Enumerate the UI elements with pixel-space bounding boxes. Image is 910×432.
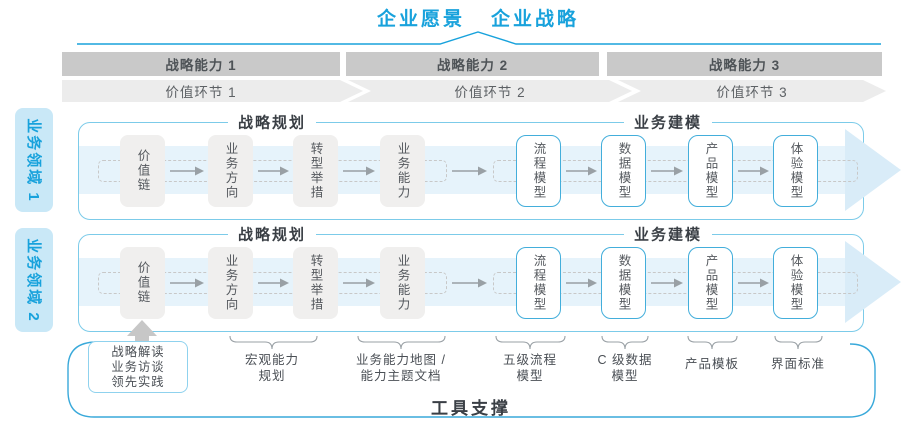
- business-capability-box: 业务能力: [380, 247, 425, 319]
- brace-group: [229, 335, 823, 350]
- big-right-arrow-icon: [845, 241, 901, 323]
- tool-support-label: 工具支撑: [431, 399, 511, 418]
- row-header-business-modeling: 业务建模: [623, 111, 713, 133]
- domain-tab-1: 业务领域 1: [15, 108, 53, 212]
- strategy-title: 企业战略: [491, 9, 580, 30]
- capability-map-label: 业务能力地图 / 能力主题文档: [356, 353, 446, 383]
- process-model-box: 流程模型: [516, 135, 561, 207]
- transformation-initiatives-box: 转型举措: [293, 135, 338, 207]
- model-box-label: 体验模型: [788, 254, 803, 312]
- five-level-process-model-label: 五级流程 模型: [502, 353, 558, 383]
- model-box-label: 产品模型: [703, 142, 718, 200]
- model-box-label: 业务能力: [395, 254, 410, 312]
- up-arrow-icon: [127, 320, 157, 343]
- caret-line: [77, 31, 881, 45]
- product-model-box: 产品模型: [688, 135, 733, 207]
- product-template-label: 产品模板: [684, 357, 740, 371]
- placeholder-dashed-band: [493, 272, 858, 294]
- process-model-box: 流程模型: [516, 247, 561, 319]
- model-box-label: 流程模型: [531, 142, 546, 200]
- c-level-data-model-label: C 级数据 模型: [597, 353, 653, 383]
- data-model-box: 数据模型: [601, 247, 646, 319]
- data-model-box: 数据模型: [601, 135, 646, 207]
- row-header-strategic-planning: 战略规划: [227, 223, 317, 245]
- business-direction-box: 业务方向: [208, 247, 253, 319]
- value-link-chevron-1: 价值环节 1: [62, 80, 363, 102]
- model-box-label: 转型举措: [308, 254, 323, 312]
- capability-bar-3: 战略能力 3: [607, 52, 882, 76]
- model-box-label: 业务方向: [223, 254, 238, 312]
- business-capability-box: 业务能力: [380, 135, 425, 207]
- model-box-label: 流程模型: [531, 254, 546, 312]
- model-box-label: 价值链: [135, 149, 150, 193]
- placeholder-dashed-band: [98, 160, 447, 182]
- brace-icon: [687, 335, 738, 350]
- ui-standard-label: 界面标准: [770, 357, 826, 371]
- placeholder-dashed-band: [98, 272, 447, 294]
- value-chain-box: 价值链: [120, 247, 165, 319]
- transformation-initiatives-box: 转型举措: [293, 247, 338, 319]
- model-box-label: 数据模型: [616, 142, 631, 200]
- model-box-label: 体验模型: [788, 142, 803, 200]
- value-link-chevron-2: 价值环节 2: [348, 80, 632, 102]
- domain-tab-label: 业务领域 2: [24, 237, 42, 323]
- model-box-label: 转型举措: [308, 142, 323, 200]
- product-model-box: 产品模型: [688, 247, 733, 319]
- brace-icon: [774, 335, 823, 350]
- practice-line: 战略解读: [111, 344, 165, 359]
- practice-methods-box: 战略解读 业务访谈 领先实践: [88, 341, 188, 393]
- big-right-arrow-icon: [845, 129, 901, 211]
- model-box-label: 业务方向: [223, 142, 238, 200]
- practice-line: 领先实践: [111, 374, 165, 389]
- business-direction-box: 业务方向: [208, 135, 253, 207]
- capability-bar-1: 战略能力 1: [62, 52, 340, 76]
- placeholder-dashed-band: [493, 160, 858, 182]
- tool-support-container: [67, 341, 876, 418]
- capability-bar-2: 战略能力 2: [346, 52, 599, 76]
- value-link-chevron-3: 价值环节 3: [618, 80, 886, 102]
- model-box-label: 数据模型: [616, 254, 631, 312]
- vision-title: 企业愿景: [376, 9, 465, 30]
- model-box-label: 价值链: [135, 261, 150, 305]
- brace-icon: [601, 335, 649, 350]
- row-header-business-modeling: 业务建模: [623, 223, 713, 245]
- model-box-label: 业务能力: [395, 142, 410, 200]
- row-header-strategic-planning: 战略规划: [227, 111, 317, 133]
- macro-capability-planning-label: 宏观能力 规划: [244, 353, 300, 383]
- experience-model-box: 体验模型: [773, 247, 818, 319]
- model-box-label: 产品模型: [703, 254, 718, 312]
- brace-icon: [495, 335, 566, 350]
- domain-tab-label: 业务领域 1: [24, 117, 42, 203]
- practice-line: 业务访谈: [111, 359, 165, 374]
- domain-tab-2: 业务领域 2: [15, 228, 53, 332]
- value-chain-box: 价值链: [120, 135, 165, 207]
- brace-icon: [229, 335, 318, 350]
- experience-model-box: 体验模型: [773, 135, 818, 207]
- brace-icon: [357, 335, 446, 350]
- title-row: 企业愿景 企业战略: [377, 4, 579, 31]
